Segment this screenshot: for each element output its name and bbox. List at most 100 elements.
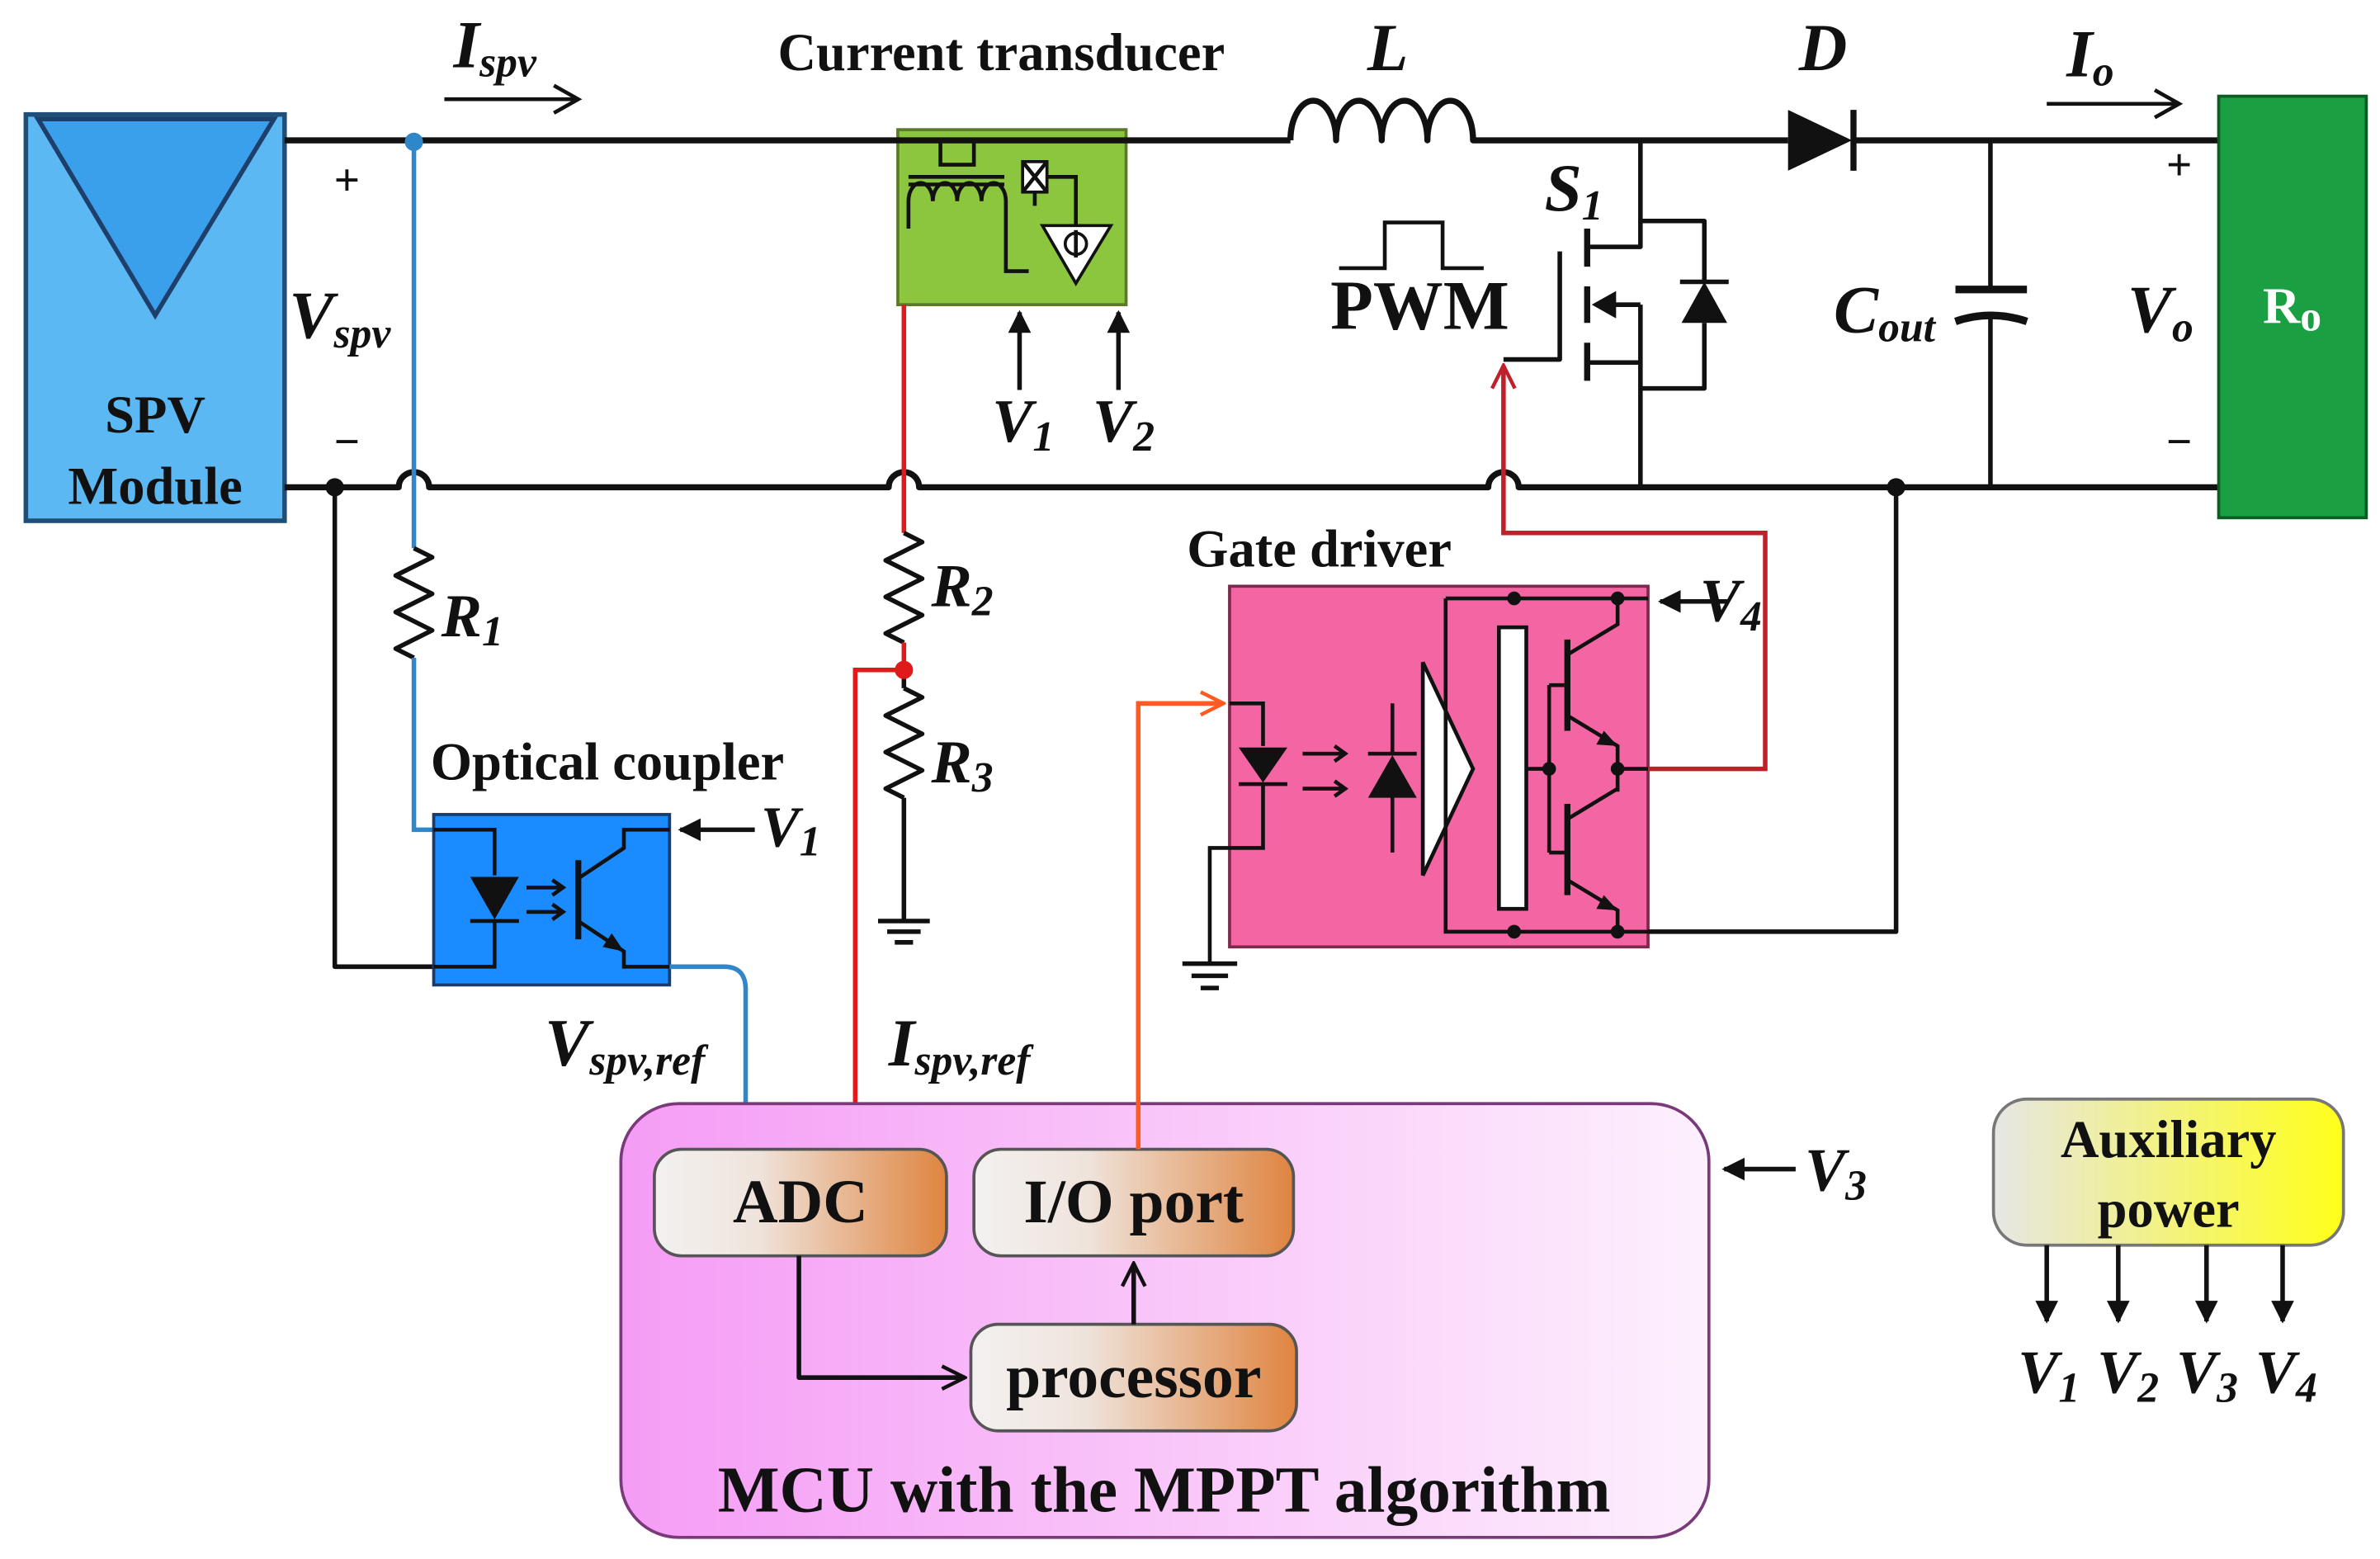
mcu-label: MCU with the MPPT algorithm — [718, 1453, 1611, 1526]
current-sensing: R2 R3 Ispv,ref — [855, 305, 1034, 1145]
inductor-coil — [1287, 97, 1788, 144]
hall-sensor-cross — [1021, 160, 1049, 194]
junction-dot — [1610, 762, 1625, 776]
label-sub: o — [2300, 294, 2321, 341]
label-main: V — [992, 387, 1037, 455]
label-main: V — [2018, 1339, 2063, 1406]
adc-to-processor-arrow — [796, 1255, 965, 1378]
optocoupler-return-wire — [332, 487, 434, 970]
label-main: R — [441, 582, 482, 650]
label-main: C — [1834, 272, 1879, 347]
current-transducer: V1 V2 Current transducer — [777, 22, 1225, 461]
gate-driver-label: Gate driver — [1187, 518, 1452, 578]
label-main: I — [453, 8, 482, 83]
label-main: R — [931, 551, 972, 619]
io-port-label: I/O port — [1023, 1168, 1244, 1236]
spv-module-label-line2: Module — [68, 456, 242, 516]
current-transducer-box — [896, 128, 1128, 307]
auxiliary-power-label-line1: Auxiliary — [2061, 1109, 2277, 1169]
load-box — [2217, 94, 2368, 520]
mosfet-source-lead — [1587, 360, 1643, 488]
voltage-sensing: R1 V1 Optical coupler Vspv,ref — [332, 132, 821, 1145]
optocoupler-light-arrows — [527, 878, 567, 922]
phototransistor-emitter-arrow-icon — [602, 933, 625, 952]
r2-label: R2 — [931, 551, 994, 625]
optical-coupler-label: Optical coupler — [431, 732, 784, 791]
load: Ro Io + Vo − — [2047, 17, 2368, 520]
isolation-barrier — [1497, 625, 1528, 911]
output-plus-sign: + — [2166, 139, 2193, 190]
input-voltage-label: Vspv — [289, 279, 391, 357]
capacitor-label: Cout — [1834, 272, 1937, 351]
optocoupler-led-icon — [470, 876, 519, 920]
current-transducer-label: Current transducer — [777, 22, 1225, 82]
label-sub: spv — [479, 40, 537, 87]
optocoupler-led-leads — [433, 828, 497, 969]
spv-module: SPV Module — [23, 111, 287, 523]
input-minus-sign: − — [334, 417, 361, 467]
transducer-primary — [938, 140, 976, 167]
label-main: R — [931, 728, 972, 796]
capacitor-plate-bottom — [1954, 311, 2028, 325]
gate-driver-supply-label: V4 — [1700, 567, 1762, 640]
label-main: I — [888, 1006, 917, 1080]
label-main: R — [2263, 276, 2301, 334]
output-capacitor: Cout — [1834, 140, 2028, 488]
mosfet-switch-s1: S1 — [1503, 140, 1729, 488]
aux-output-v4-label: V4 — [2255, 1339, 2317, 1412]
pwm-signal-wire — [1504, 366, 1768, 772]
phototransistor-leads — [577, 828, 670, 969]
output-minus-sign: − — [2166, 417, 2193, 467]
label-main: I — [2066, 17, 2094, 92]
auxiliary-power-box — [1991, 1097, 2345, 1247]
body-diode-lead — [1640, 218, 1707, 391]
label-main: V — [1700, 567, 1745, 635]
mosfet-gate — [1503, 251, 1562, 362]
transducer-supply-v2-label: V2 — [1093, 387, 1155, 461]
mosfet-drain-lead — [1587, 140, 1643, 249]
photodiode-icon — [1367, 754, 1417, 798]
label-sub: 1 — [1582, 182, 1603, 229]
io-to-gate-driver-wire — [1136, 703, 1223, 1150]
label-sub: spv — [333, 310, 391, 357]
adc-label: ADC — [733, 1168, 868, 1236]
aux-output-v1-label: V1 — [2018, 1339, 2080, 1412]
label-sub: spv,ref — [914, 1037, 1034, 1084]
mosfet-body-lead — [1613, 302, 1643, 363]
output-current-label: Io — [2066, 17, 2113, 96]
input-current-arrow — [444, 83, 583, 115]
mosfet-body-arrow-icon — [1591, 291, 1617, 319]
igbt-emitter-arrow-icon — [1596, 730, 1618, 746]
label-sub: 4 — [2295, 1365, 2317, 1412]
label-main: V — [289, 279, 338, 353]
label-sub: 4 — [1740, 593, 1762, 640]
gate-driver-ground-icon — [1182, 961, 1238, 990]
current-ref-wire — [855, 667, 904, 1145]
transducer-secondary-coil — [906, 181, 1029, 273]
input-current-label: Ispv — [453, 8, 537, 87]
label-sub: 1 — [482, 608, 503, 655]
junction-dot — [1610, 924, 1625, 939]
optical-coupler-box — [432, 813, 672, 987]
output-current-arrow — [2047, 88, 2184, 120]
r3-label: R3 — [931, 728, 994, 801]
output-voltage-label: Vo — [2127, 272, 2193, 351]
junction-dot — [1507, 591, 1522, 606]
current-ref-label: Ispv,ref — [888, 1006, 1034, 1084]
label-main: V — [2097, 1339, 2142, 1406]
label-main: V — [2127, 272, 2177, 347]
label-sub: 2 — [1132, 413, 1155, 461]
ground-icon — [877, 919, 930, 945]
label-sub: 3 — [2216, 1365, 2238, 1412]
label-sub: 1 — [1032, 413, 1054, 461]
label-main: V — [545, 1006, 594, 1080]
diode-icon — [1787, 110, 1853, 171]
label-main: V — [761, 796, 804, 860]
gate-driver-led-leads — [1207, 701, 1265, 962]
label-sub: 2 — [971, 578, 994, 625]
label-sub: 3 — [1844, 1162, 1867, 1209]
label-sub: spv,ref — [588, 1037, 709, 1084]
gate-driver-led-icon — [1239, 747, 1288, 783]
optocoupler-supply-label: V1 — [761, 796, 821, 866]
